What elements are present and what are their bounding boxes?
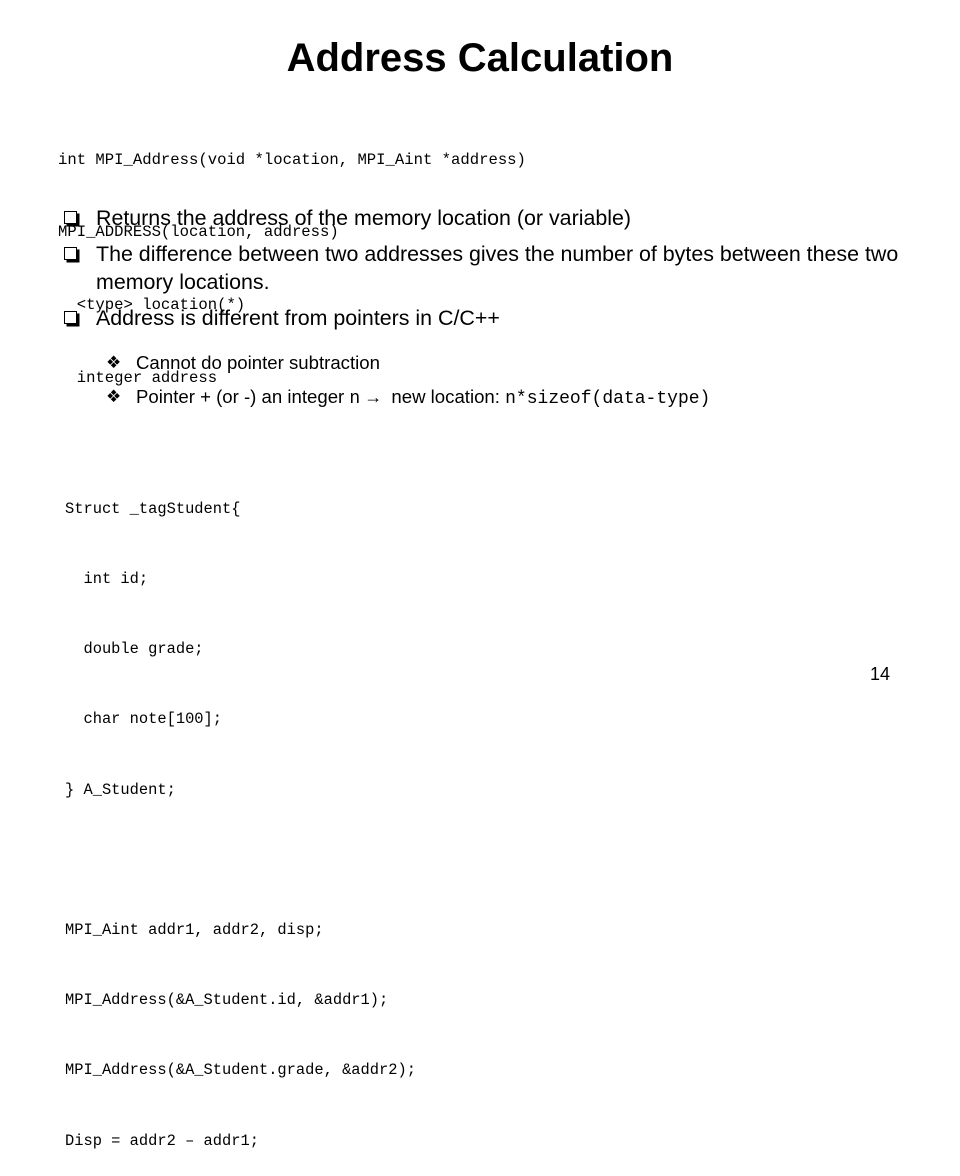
page-number: 14	[870, 664, 891, 684]
code-line: Disp = addr2 – addr1;	[65, 1131, 259, 1150]
code-line: char note[100];	[65, 710, 223, 729]
inline-code-sizeof: n*sizeof(data-type)	[505, 389, 711, 409]
sub-bullet-item: ❖ Cannot do pointer subtraction	[106, 349, 926, 377]
sub-bullet-item: ❖ Pointer + (or -) an integer n→ new loc…	[106, 383, 926, 413]
function-signature: int MPI_Address(void *location, MPI_Aint…	[58, 99, 526, 415]
bullet-text: Address is different from pointers in C/…	[96, 306, 500, 330]
bullet-item: The difference between two addresses giv…	[62, 240, 922, 296]
checkbox-square-icon	[64, 247, 77, 260]
bullet-list: Returns the address of the memory locati…	[62, 204, 922, 340]
code-line: MPI_Address(&A_Student.grade, &addr2);	[65, 1061, 416, 1080]
code-line: int id;	[65, 570, 149, 589]
code-example: Struct _tagStudent{ int id; double grade…	[65, 451, 416, 1176]
signature-line: MPI_ADDRESS(location, address)	[58, 223, 339, 242]
checkbox-square-icon	[64, 211, 77, 224]
sub-bullet-list: ❖ Cannot do pointer subtraction ❖ Pointe…	[106, 349, 926, 419]
four-diamond-icon: ❖	[106, 387, 122, 406]
code-line: Struct _tagStudent{	[65, 499, 241, 518]
checkbox-square-icon	[64, 311, 77, 324]
inline-code-n: n	[349, 389, 361, 409]
code-line: } A_Student;	[65, 780, 176, 799]
sub-bullet-text: Pointer + (or -) an integer	[136, 386, 350, 407]
sub-bullet-text: new location:	[386, 386, 506, 407]
signature-line: <type> location(*)	[58, 296, 246, 315]
code-line	[65, 849, 416, 872]
bullet-text: The difference between two addresses giv…	[96, 242, 899, 294]
four-diamond-icon: ❖	[106, 353, 122, 372]
bullet-text: Returns the address of the memory locati…	[96, 206, 632, 230]
bullet-item: Returns the address of the memory locati…	[62, 204, 922, 232]
right-arrow-icon: →	[364, 387, 383, 407]
code-line: MPI_Aint addr1, addr2, disp;	[65, 921, 324, 940]
sub-bullet-text: Cannot do pointer subtraction	[136, 352, 380, 373]
signature-line: integer address	[58, 369, 218, 388]
bullet-item: Address is different from pointers in C/…	[62, 304, 922, 332]
code-line: double grade;	[65, 640, 204, 659]
signature-line: int MPI_Address(void *location, MPI_Aint…	[58, 150, 526, 169]
slide-title: Address Calculation	[286, 36, 674, 80]
code-line: MPI_Address(&A_Student.id, &addr1);	[65, 991, 389, 1010]
